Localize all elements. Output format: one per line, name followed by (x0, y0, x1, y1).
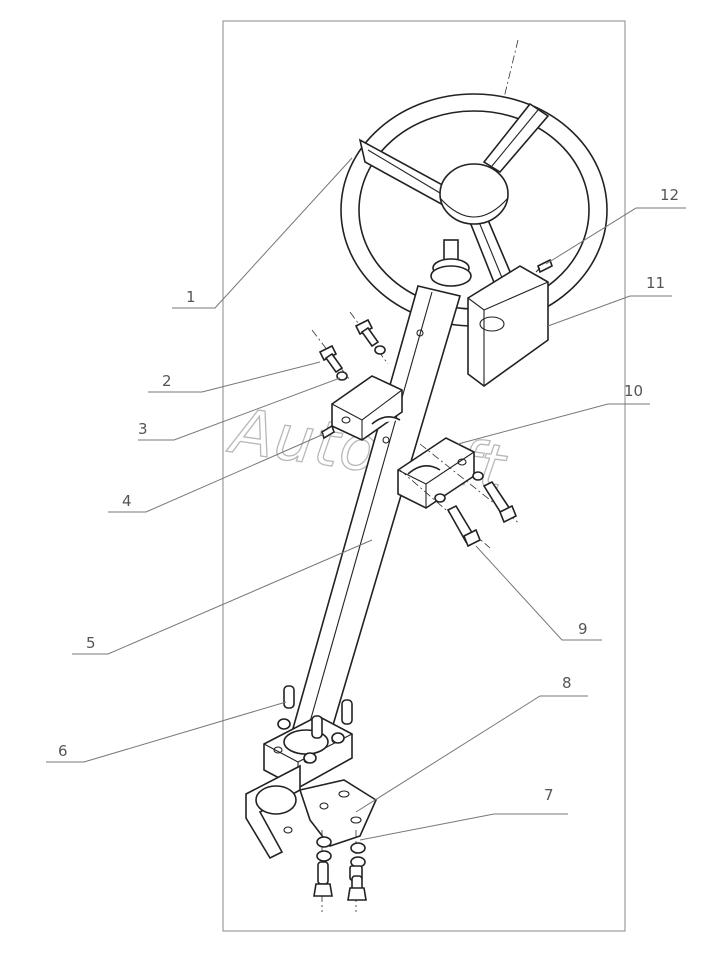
steering-wheel (340, 39, 608, 327)
leader-9 (475, 545, 602, 641)
callout-9: 9 (578, 620, 588, 638)
callout-8: 8 (562, 674, 572, 692)
leader-4 (108, 433, 325, 513)
callout-3: 3 (138, 420, 148, 438)
callout-7: 7 (544, 786, 554, 804)
leader-8 (355, 695, 588, 813)
floor-bolts-nuts (313, 830, 367, 912)
leader-11 (547, 295, 672, 327)
callout-10: 10 (624, 382, 643, 400)
leader-6 (46, 701, 287, 763)
upper-clamp-bracket (331, 375, 403, 441)
leader-lines (46, 157, 686, 841)
column-base-flange (263, 685, 353, 789)
floor-bracket (245, 764, 378, 860)
callout-6: 6 (58, 742, 68, 760)
drawing-frame (222, 20, 626, 932)
callout-5: 5 (86, 634, 96, 652)
leader-7 (359, 813, 568, 841)
lower-bolts (399, 443, 521, 549)
leader-5 (72, 539, 373, 655)
upper-mount-block (467, 265, 549, 387)
callout-2: 2 (162, 372, 172, 390)
upper-washers (336, 345, 386, 381)
leader-10 (457, 403, 650, 445)
clamp-screw (321, 424, 335, 440)
callout-numbers: 1 2 3 4 5 6 7 8 9 10 11 12 (58, 186, 679, 804)
callout-1: 1 (186, 288, 196, 306)
steering-column-tube (291, 285, 462, 743)
leader-1 (172, 157, 353, 309)
callout-12: 12 (660, 186, 679, 204)
leader-12 (545, 207, 686, 265)
upper-bolts (311, 311, 389, 381)
callout-11: 11 (646, 274, 665, 292)
leader-3 (138, 377, 341, 441)
leader-2 (148, 361, 321, 393)
callout-4: 4 (122, 492, 132, 510)
